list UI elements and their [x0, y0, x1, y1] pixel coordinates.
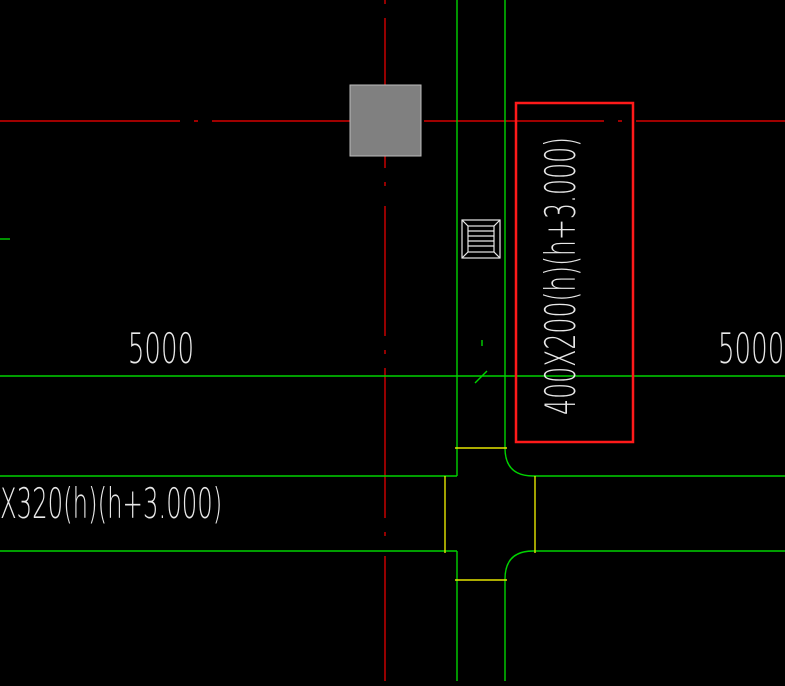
air-diffuser-core	[467, 225, 495, 253]
air-diffuser-corner	[493, 251, 501, 259]
air-diffuser-corner	[461, 251, 469, 259]
diagonal-tick-mark	[474, 370, 488, 384]
air-diffuser-corner	[493, 219, 501, 227]
selection-highlight-box	[514, 101, 635, 444]
air-diffuser-icon[interactable]	[461, 219, 501, 259]
dimension-right: 5000	[718, 326, 784, 374]
horizontal-duct-fillet-bottom	[504, 550, 534, 580]
dimension-left: 5000	[128, 326, 194, 374]
structural-column[interactable]	[349, 84, 422, 157]
vertical-duct-fillet-top	[504, 447, 534, 477]
duct-edge-markers	[444, 447, 536, 581]
vertical-duct-label[interactable]: 400X200(h)(h+3.000)	[537, 137, 586, 415]
air-diffuser-corner	[461, 219, 469, 227]
horizontal-duct-label[interactable]: X320(h)(h+3.000)	[0, 480, 222, 529]
air-diffuser-frame	[461, 219, 501, 259]
